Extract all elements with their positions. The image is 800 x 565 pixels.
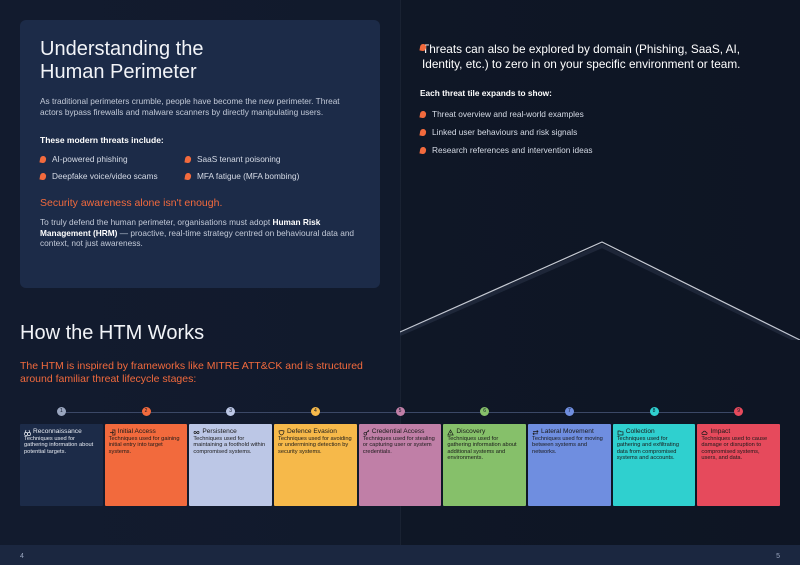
decorative-peak-line: [400, 241, 800, 340]
stage-number-marker: 5: [395, 407, 405, 416]
stage-description: Techniques used for gathering informatio…: [24, 436, 94, 455]
tile-feature-label: Threat overview and real-world examples: [432, 109, 584, 119]
stage-name: Reconnaissance: [33, 428, 82, 435]
bullet-icon: [184, 155, 192, 163]
threat-label: Deepfake voice/video scams: [52, 171, 158, 181]
stage-number-marker: 2: [141, 407, 151, 416]
login-icon: [109, 429, 116, 435]
threat-label: AI-powered phishing: [52, 154, 128, 164]
bullet-icon: [419, 110, 427, 118]
stage-name-row: Discovery: [447, 428, 522, 436]
tile-feature-item: Research references and intervention ide…: [419, 141, 593, 159]
stage-name-row: Initial Access: [109, 428, 184, 436]
stage-description: Techniques used to cause damage or disru…: [701, 436, 768, 462]
tile-feature-label: Research references and intervention ide…: [432, 145, 593, 155]
domain-lead-text: Threats can also be explored by domain (…: [422, 42, 741, 71]
folder-icon: [617, 430, 624, 435]
hrm-text-start: To truly defend the human perimeter, org…: [40, 217, 273, 227]
stage-name: Impact: [710, 428, 731, 435]
stage-name-row: Defence Evasion: [278, 428, 353, 436]
stage-number-marker: 3: [226, 407, 236, 416]
stage-description: Techniques used for avoiding or undermin…: [278, 436, 352, 455]
hrm-paragraph: To truly defend the human perimeter, org…: [40, 217, 360, 249]
tile-feature-item: Threat overview and real-world examples: [419, 105, 593, 123]
stage-name: Initial Access: [117, 428, 156, 435]
threat-label: SaaS tenant poisoning: [197, 154, 281, 164]
arrows-icon: [532, 429, 539, 435]
awareness-alert: Security awareness alone isn't enough.: [40, 197, 223, 209]
bullet-icon: [419, 128, 427, 136]
stage-description: Techniques used for gathering and exfilt…: [616, 436, 679, 462]
page-divider: [400, 0, 401, 545]
card-intro: As traditional perimeters crumble, peopl…: [40, 96, 340, 117]
stage-description: Techniques used for gathering informatio…: [447, 436, 517, 462]
human-perimeter-card: Understanding the Human Perimeter As tra…: [20, 20, 380, 288]
stage-number-marker: 4: [310, 407, 320, 416]
bullet-icon: [184, 172, 192, 180]
threat-item: MFA fatigue (MFA bombing): [184, 171, 345, 181]
domain-lead: Threats can also be explored by domain (…: [419, 42, 782, 72]
stage-name-row: Collection: [617, 428, 692, 436]
hrm-text-end: — proactive, real-time strategy centred …: [40, 227, 355, 249]
footer-bar: [0, 545, 800, 565]
threat-item: SaaS tenant poisoning: [184, 154, 345, 164]
triangle-icon: [447, 428, 455, 435]
threat-item: AI-powered phishing: [39, 154, 185, 164]
tile-feature-item: Linked user behaviours and risk signals: [419, 123, 593, 141]
stage-description: Techniques used for moving between syste…: [532, 436, 603, 455]
htm-subtitle: The HTM is inspired by frameworks like M…: [20, 360, 363, 385]
threats-heading: These modern threats include:: [40, 135, 164, 145]
stage-name-row: Reconnaissance: [24, 428, 99, 436]
card-title: Understanding the Human Perimeter: [40, 38, 204, 83]
mask-icon: [278, 429, 285, 435]
stage-description: Techniques used for maintaining a footho…: [193, 436, 266, 455]
tile-feature-label: Linked user behaviours and risk signals: [432, 127, 578, 137]
stage-name-row: Impact: [701, 428, 776, 436]
stage-number-marker: 1: [56, 407, 66, 416]
stage-name: Defence Evasion: [287, 428, 337, 435]
stage-name: Credential Access: [371, 428, 425, 435]
threat-item: Deepfake voice/video scams: [39, 171, 185, 181]
stage-name: Lateral Movement: [541, 428, 594, 435]
stage-number-marker: 7: [564, 407, 574, 416]
lifecycle-timeline: 1 2 3 4 5 6 7 8 9: [20, 406, 780, 418]
bullet-icon: [419, 146, 427, 154]
stage-name: Collection: [625, 428, 655, 435]
tile-feature-list: Threat overview and real-world examples …: [419, 105, 593, 159]
threat-list: AI-powered phishing SaaS tenant poisonin…: [39, 154, 360, 181]
stage-number-marker: 8: [649, 407, 659, 416]
stage-description: Techniques used for stealing or capturin…: [362, 436, 435, 455]
hrm-term: Human Risk Management (HRM): [40, 217, 321, 238]
key-icon: [363, 429, 369, 435]
stage-name-row: Persistence: [193, 428, 268, 436]
page-number-left: 4: [20, 553, 24, 560]
threat-label: MFA fatigue (MFA bombing): [197, 171, 300, 181]
stage-name-row: Credential Access: [363, 428, 438, 436]
stage-name-row: Lateral Movement: [532, 428, 607, 436]
stage-name: Persistence: [202, 428, 237, 435]
stage-number-marker: 9: [734, 407, 744, 416]
bullet-icon: [39, 155, 47, 163]
page-number-right: 5: [776, 553, 780, 560]
binoculars-icon: [24, 429, 31, 436]
tile-heading: Each threat tile expands to show:: [420, 88, 552, 98]
bullet-icon: [39, 172, 47, 180]
stage-name: Discovery: [456, 428, 486, 435]
infinity-icon: [193, 430, 200, 434]
stage-number-marker: 6: [480, 407, 490, 416]
cloud-icon: [701, 430, 708, 435]
htm-title: How the HTM Works: [20, 322, 205, 344]
stage-description: Techniques used for gaining initial entr…: [108, 436, 180, 455]
